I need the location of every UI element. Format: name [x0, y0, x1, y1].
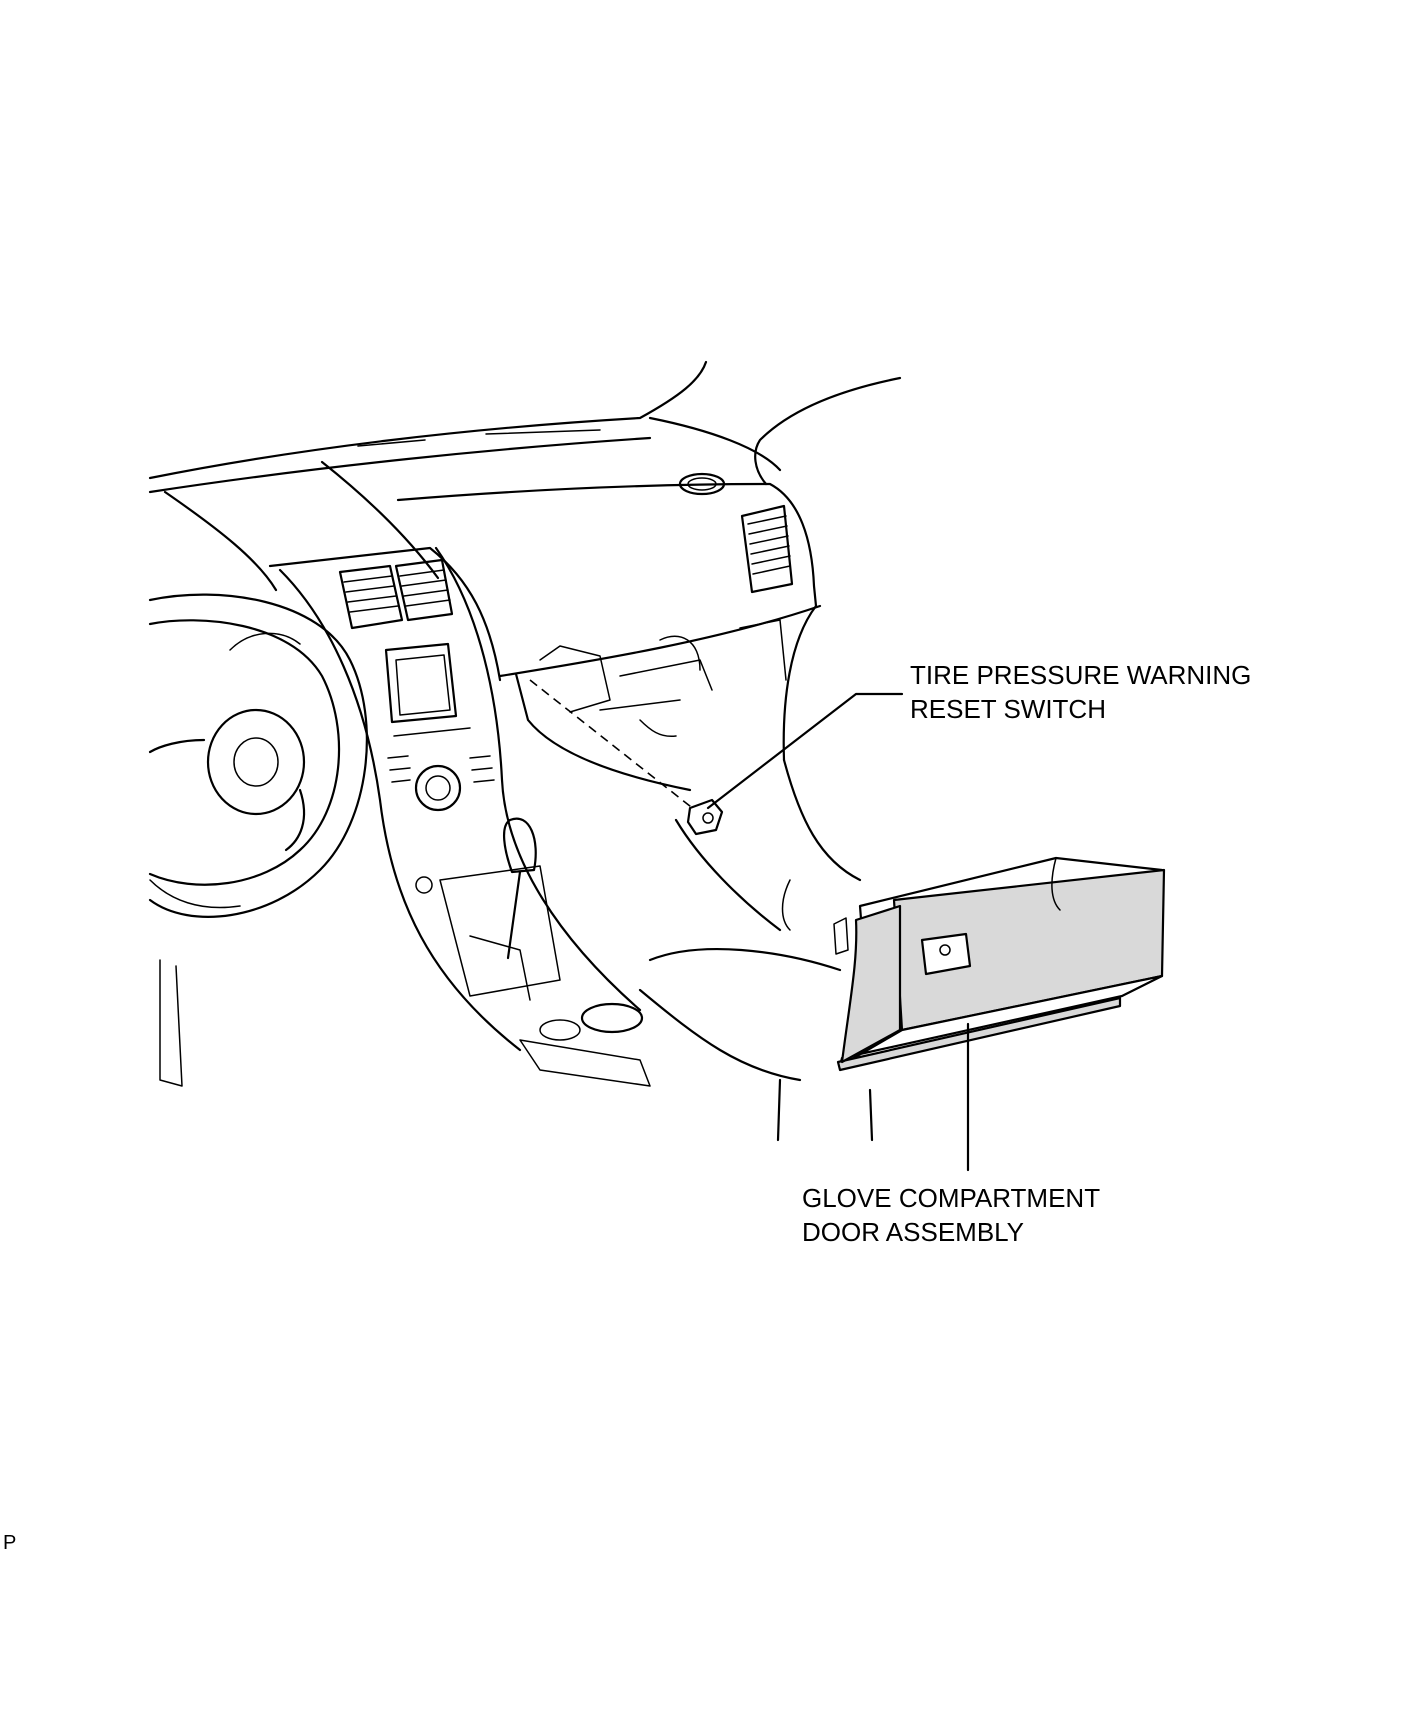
- switch-dashed-guide: [529, 679, 701, 815]
- glove-compartment-part: [833, 856, 1166, 1072]
- glove-callout-line1: GLOVE COMPARTMENT: [802, 1183, 1101, 1213]
- floor-lines: [638, 758, 874, 1142]
- switch-callout-line1: TIRE PRESSURE WARNING: [910, 660, 1252, 690]
- tire-pressure-switch-callout: TIRE PRESSURE WARNING RESET SWITCH: [910, 658, 1251, 726]
- glove-box-opening: [514, 619, 787, 792]
- switch-callout-line2: RESET SWITCH: [910, 694, 1106, 724]
- center-stack: [278, 546, 651, 1087]
- glove-compartment-callout: GLOVE COMPARTMENT DOOR ASSEMBLY: [802, 1181, 1100, 1249]
- dashboard-body: [163, 460, 822, 762]
- tire-pressure-switch-part: [686, 798, 724, 836]
- dash-top: [148, 360, 902, 494]
- steering-wheel: [148, 593, 368, 1087]
- switch-leader-line: [706, 692, 904, 810]
- figure-code: P: [3, 1532, 17, 1554]
- glove-callout-line2: DOOR ASSEMBLY: [802, 1217, 1025, 1247]
